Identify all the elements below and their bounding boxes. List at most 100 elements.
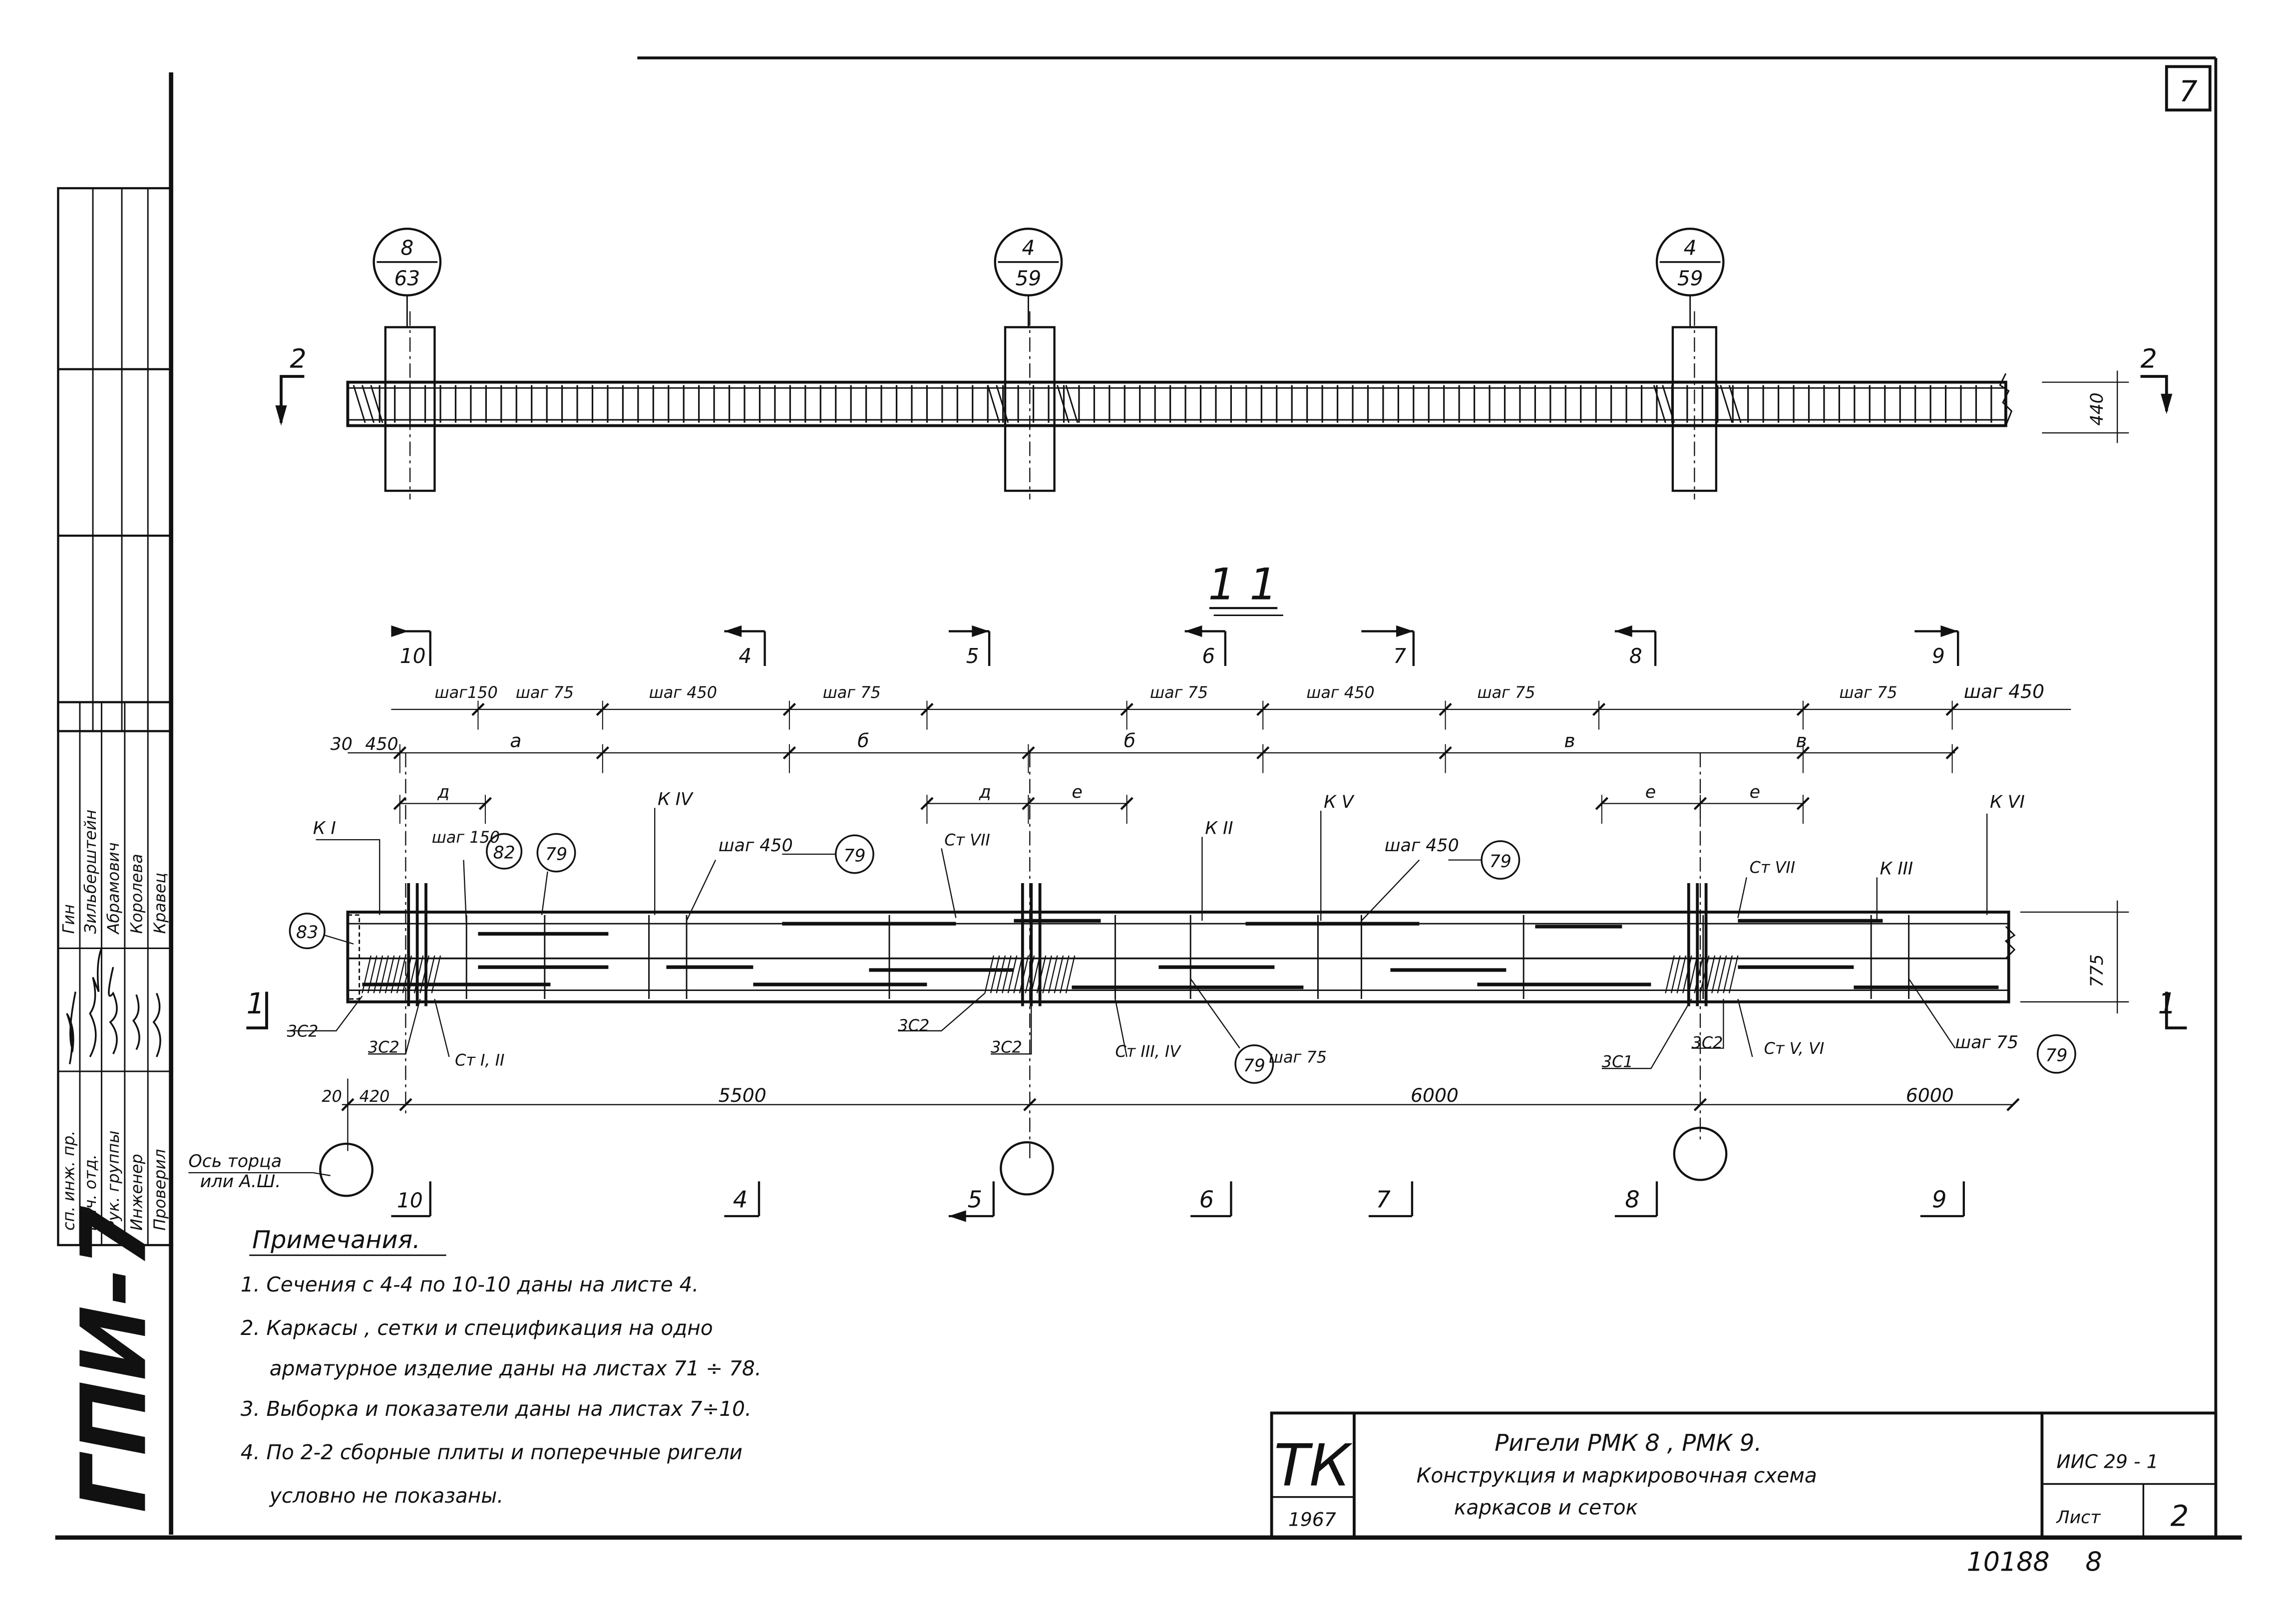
step-notes: шаг 150 шаг 450 шаг 450 шаг 75 шаг 75 bbox=[432, 828, 2019, 1067]
hatch-line bbox=[390, 955, 400, 993]
vertical-code: ГПИ-7 bbox=[62, 1206, 166, 1513]
hatch-line bbox=[1717, 955, 1727, 993]
hatch-line bbox=[1060, 955, 1070, 993]
plan-stirrups bbox=[378, 385, 1992, 423]
zone-b-1: б bbox=[857, 729, 869, 751]
notes-list: 1. Сечения с 4-4 по 10-10 даны на листе … bbox=[241, 1273, 761, 1508]
title-sheet-label: Лист bbox=[2055, 1508, 2101, 1528]
hatch-line bbox=[1682, 955, 1692, 993]
bottom-section-arrows bbox=[391, 1181, 1965, 1222]
hatch-line bbox=[1699, 955, 1710, 993]
plan-view bbox=[275, 311, 2173, 500]
top-section-arrows bbox=[391, 625, 1959, 666]
plan-callout-3: 4 59 bbox=[1655, 228, 1725, 327]
step-labels: шаг150 шаг 75 шаг 450 шаг 75 шаг 75 шаг … bbox=[434, 680, 2044, 702]
title-line-3: каркасов и сеток bbox=[1454, 1495, 1638, 1519]
signature-names: Гин Зильберштейн Абрамович Королева Крав… bbox=[59, 810, 169, 935]
left-stamp bbox=[57, 187, 172, 1247]
section-mark-left: 1 bbox=[246, 986, 265, 1020]
name-2: Зильберштейн bbox=[81, 810, 100, 934]
bottom-dim-6000-1: 6000 bbox=[1411, 1084, 1459, 1106]
name-3: Абрамович bbox=[104, 842, 123, 935]
frame-mark-4: К V bbox=[1324, 792, 1355, 812]
hatch-line bbox=[1054, 955, 1064, 993]
top-arrow-label-7: 7 bbox=[1393, 644, 1406, 668]
bottom-arrow-label-8: 8 bbox=[1625, 1186, 1640, 1213]
callout-82: 82 bbox=[493, 843, 515, 863]
top-arrow-label-9: 9 bbox=[1932, 644, 1945, 668]
sub-labels: д д е е е bbox=[437, 782, 1760, 802]
bottom-number: 10188 bbox=[1967, 1548, 2050, 1578]
zone-a: а bbox=[510, 729, 521, 751]
axis-bubble-3 bbox=[1673, 1126, 1728, 1181]
hatch-line bbox=[396, 955, 406, 993]
sheet-corner-number: 7 bbox=[2179, 74, 2198, 108]
bottom-arrow-6 bbox=[1190, 1181, 1232, 1218]
mesh-bottom-3: Ст V, VI bbox=[1764, 1039, 1825, 1058]
axis-note-line1: Ось торца bbox=[188, 1151, 282, 1171]
bottom-dimensions bbox=[341, 1078, 2020, 1151]
hatch-line bbox=[425, 955, 435, 993]
hatch-line bbox=[1002, 955, 1012, 993]
callout-1-top: 8 bbox=[400, 236, 413, 260]
hatch-line bbox=[1723, 955, 1733, 993]
bottom-arrow-8 bbox=[1614, 1181, 1658, 1218]
step-note-2: шаг 450 bbox=[719, 836, 793, 856]
plan-callout-2: 4 59 bbox=[994, 228, 1063, 327]
beam-elevation bbox=[246, 753, 2187, 1158]
sub-e-3: е bbox=[1750, 782, 1760, 802]
zone-v-1: в bbox=[1564, 729, 1575, 751]
sc-label-1: 3С2 bbox=[287, 1021, 319, 1040]
bottom-arrow-4 bbox=[724, 1181, 760, 1218]
axis-bubble-1 bbox=[319, 1142, 374, 1197]
frame-mark-3: К II bbox=[1205, 818, 1233, 838]
callout-2-bottom: 59 bbox=[1016, 266, 1042, 290]
step-3: шаг 450 bbox=[649, 683, 718, 702]
top-dim-30: 30 bbox=[331, 734, 353, 754]
top-arrow-4 bbox=[724, 625, 766, 666]
signature-roles: сп. инж. пр. Нач. отд. Рук. группы Инжен… bbox=[59, 1131, 169, 1231]
callout-3-bottom: 59 bbox=[1677, 266, 1703, 290]
hatch-line bbox=[431, 955, 441, 993]
sub-d-2: д bbox=[979, 782, 991, 802]
role-4: Инженер bbox=[127, 1154, 146, 1231]
step-8: шаг 75 bbox=[1839, 683, 1897, 702]
sc-label-5: 3С1 bbox=[1602, 1052, 1633, 1071]
hatch-line bbox=[1665, 955, 1675, 993]
step-5: шаг 75 bbox=[1150, 683, 1208, 702]
mesh-top-1: Ст VII bbox=[944, 831, 990, 850]
hatch-line bbox=[367, 955, 378, 993]
top-arrow-9 bbox=[1914, 625, 1959, 666]
hatch-line bbox=[984, 955, 994, 993]
bottom-dim-20: 20 bbox=[322, 1087, 342, 1106]
frame-mark-1: К I bbox=[313, 818, 336, 838]
sub-e-2: е bbox=[1645, 782, 1656, 802]
role-3: Рук. группы bbox=[104, 1131, 123, 1231]
step-note-1: шаг 150 bbox=[432, 828, 500, 847]
title-line-2: Конструкция и маркировочная схема bbox=[1417, 1464, 1817, 1488]
mesh-bottom-2: Ст III, IV bbox=[1115, 1042, 1181, 1061]
sc-label-3: 3С2 bbox=[898, 1016, 929, 1035]
bottom-arrow-label-7: 7 bbox=[1376, 1186, 1391, 1213]
callout-2-top: 4 bbox=[1022, 236, 1035, 260]
top-arrow-6 bbox=[1184, 625, 1226, 666]
top-arrow-10 bbox=[391, 625, 431, 666]
callout-83: 83 bbox=[296, 923, 318, 943]
top-arrow-label-10: 10 bbox=[400, 644, 426, 668]
tk-mark: ТК bbox=[1274, 1432, 1353, 1499]
title-sheet-number: 2 bbox=[2170, 1499, 2189, 1533]
top-arrow-label-4: 4 bbox=[739, 644, 752, 668]
callout-79-2: 79 bbox=[843, 846, 865, 866]
note-line-6: условно не показаны. bbox=[269, 1484, 503, 1508]
support-hatching bbox=[362, 955, 1739, 993]
hatch-line bbox=[1728, 955, 1739, 993]
axis-note-line2: или А.Ш. bbox=[200, 1172, 281, 1192]
hatch-line bbox=[1019, 955, 1029, 993]
bottom-arrow-label-9: 9 bbox=[1932, 1186, 1947, 1213]
note-line-1: 1. Сечения с 4-4 по 10-10 даны на листе … bbox=[241, 1273, 699, 1297]
role-1: сп. инж. пр. bbox=[59, 1131, 78, 1231]
step-note-4: шаг 75 bbox=[1269, 1048, 1327, 1067]
numbered-callouts: 83 82 79 79 79 79 79 bbox=[289, 833, 2076, 1084]
axis-bubble-2 bbox=[1000, 1141, 1054, 1196]
sub-d-1: д bbox=[437, 782, 449, 802]
